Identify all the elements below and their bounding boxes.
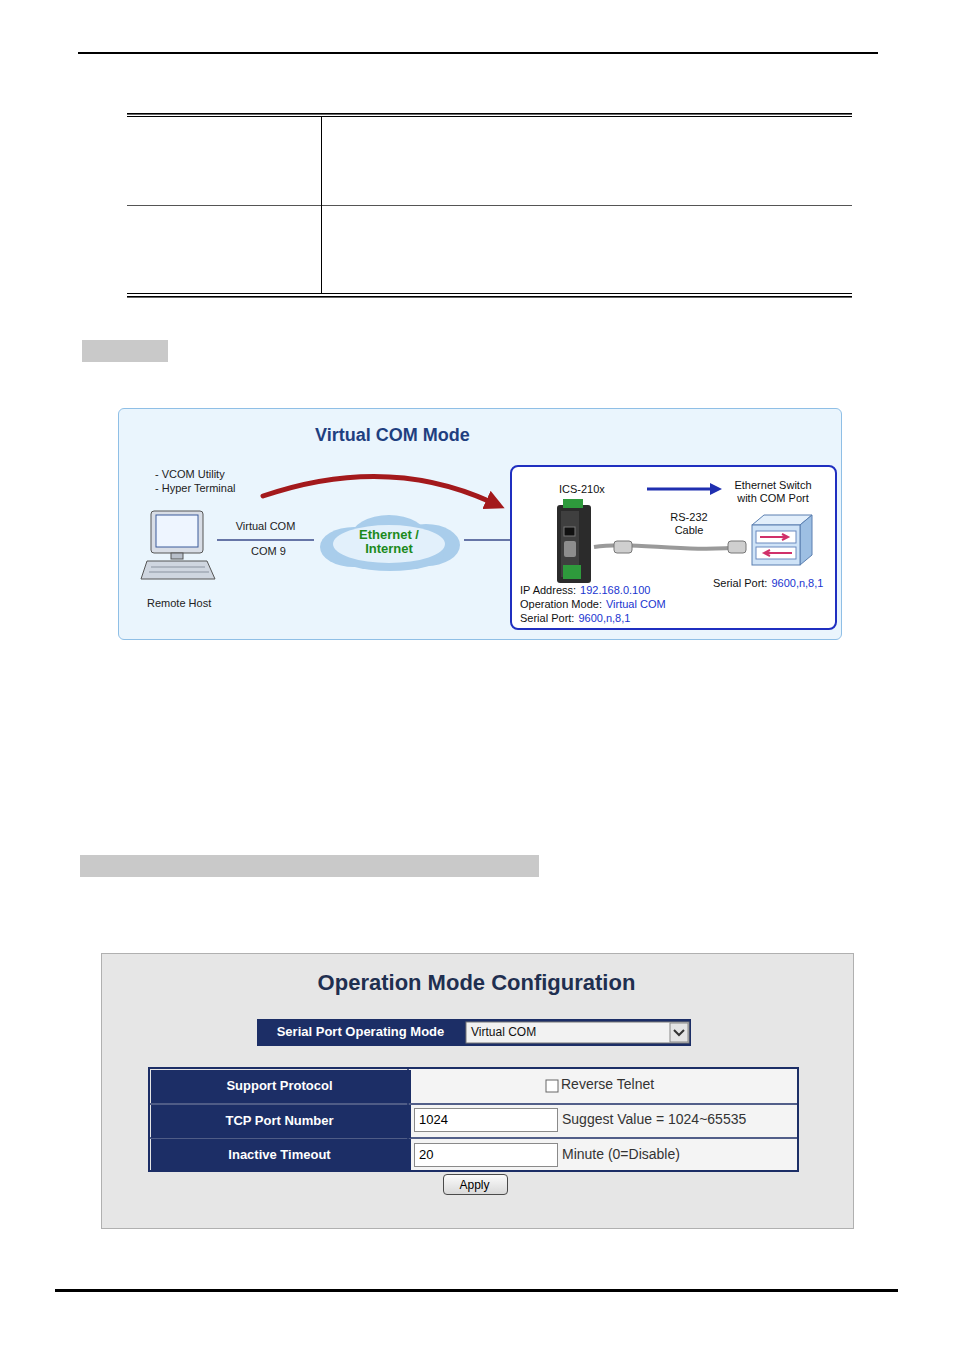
keys bbox=[151, 567, 205, 568]
network-cloud: Ethernet / Internet bbox=[314, 513, 464, 573]
field-label: Inactive Timeout bbox=[151, 1139, 411, 1171]
rj45-port bbox=[564, 527, 575, 536]
remote-host: Remote Host bbox=[141, 509, 217, 611]
text-label: Reverse Telnet bbox=[561, 1076, 654, 1093]
text-label: Suggest Value = 1024~65535 bbox=[562, 1111, 746, 1128]
cable-connector bbox=[614, 541, 632, 553]
field-label: Support Protocol bbox=[151, 1070, 411, 1103]
text-input: 1024 bbox=[414, 1108, 558, 1132]
node-text: TCP Port Number bbox=[151, 1113, 408, 1129]
field-label: TCP Port Number bbox=[151, 1105, 411, 1138]
keyboard bbox=[141, 561, 215, 579]
switch-side bbox=[800, 515, 812, 565]
node-text: 9600,n,8,1 bbox=[771, 577, 823, 590]
node-text: Remote Host bbox=[147, 597, 211, 610]
node-text: ICS-210x bbox=[559, 483, 605, 496]
text-label: Minute (0=Disable) bbox=[562, 1146, 680, 1163]
node-text: Serial Port Operating Mode bbox=[257, 1024, 464, 1040]
access-arrow bbox=[263, 476, 491, 502]
switch-arrow bbox=[764, 550, 792, 556]
heading-bar bbox=[82, 340, 168, 362]
screen bbox=[156, 515, 198, 547]
apply-button: Apply bbox=[443, 1174, 508, 1195]
switch-slot bbox=[756, 547, 796, 559]
node-text: RS-232 Cable bbox=[660, 511, 718, 537]
dropdown-chevron bbox=[674, 1030, 684, 1035]
node-text: 1024 bbox=[419, 1112, 448, 1128]
switch-slot bbox=[756, 531, 796, 543]
header-rule bbox=[78, 52, 878, 54]
node-text: 20 bbox=[419, 1147, 433, 1163]
node-text: Serial Port: bbox=[520, 612, 574, 625]
network-link bbox=[217, 539, 314, 541]
select-field bbox=[466, 1022, 689, 1043]
node-text: 192.168.0.100 bbox=[580, 584, 650, 597]
power-terminal bbox=[563, 499, 583, 508]
text-label: - Hyper Terminal bbox=[155, 482, 236, 495]
diagram-panel: Remote Host Ethernet / Internet ICS-210x… bbox=[118, 408, 842, 640]
stand bbox=[171, 553, 183, 559]
text-label: COM 9 bbox=[251, 545, 286, 558]
value-cells bbox=[408, 1068, 798, 1171]
direction-arrow-head bbox=[710, 483, 722, 495]
node-text: IP Address: bbox=[520, 584, 576, 597]
node-text: Inactive Timeout bbox=[151, 1147, 408, 1163]
node-text: Apply bbox=[444, 1178, 505, 1192]
text-label: - VCOM Utility bbox=[155, 468, 225, 481]
dropdown-button bbox=[670, 1023, 688, 1042]
node-text: 9600,n,8,1 bbox=[578, 612, 630, 625]
config-panel: Serial Port Operating Mode Virtual COM Su… bbox=[101, 953, 854, 1229]
switch-top bbox=[752, 515, 812, 525]
ethernet-switch bbox=[752, 525, 800, 565]
device-panel bbox=[561, 511, 579, 577]
keys bbox=[149, 572, 209, 573]
node-text: Ethernet Switch with COM Port bbox=[726, 479, 820, 505]
pc-icon bbox=[141, 509, 217, 611]
table-rule bbox=[127, 293, 852, 294]
node-text: Virtual COM bbox=[471, 1025, 536, 1039]
select-box: Virtual COM bbox=[464, 1019, 691, 1046]
form-table bbox=[149, 1068, 798, 1171]
ics-device bbox=[557, 505, 591, 583]
table-rule bbox=[127, 296, 852, 298]
cloud-highlight bbox=[333, 525, 445, 563]
checkbox bbox=[546, 1080, 558, 1092]
monitor bbox=[151, 511, 203, 553]
table-rule bbox=[321, 116, 322, 293]
field-label: Serial Port Operating Mode bbox=[257, 1019, 467, 1046]
device-box: ICS-210x IP Address: 192.168.0.100Operatio… bbox=[510, 465, 837, 630]
node-text: Serial Port: bbox=[713, 577, 767, 590]
node-text: Operation Mode: bbox=[520, 598, 602, 611]
node-text: Operation Mode Configuration bbox=[102, 970, 851, 996]
text-input: 20 bbox=[414, 1143, 558, 1167]
serial-terminal bbox=[563, 565, 581, 579]
network-link bbox=[464, 539, 510, 541]
heading-bar bbox=[80, 855, 539, 877]
direction-arrow bbox=[647, 488, 710, 491]
cable-connector bbox=[728, 541, 746, 553]
node-text: Virtual COM bbox=[606, 598, 666, 611]
rs232-cable bbox=[594, 545, 744, 548]
switch-arrow bbox=[760, 534, 788, 540]
db9-port bbox=[564, 541, 576, 557]
node-text: Virtual COM Mode bbox=[315, 425, 470, 447]
table-rule bbox=[127, 116, 852, 117]
link-label: Virtual COM bbox=[236, 520, 296, 533]
table-rule bbox=[127, 113, 852, 115]
table-rule bbox=[127, 205, 852, 206]
footer-rule bbox=[55, 1289, 898, 1292]
node-text: Support Protocol bbox=[151, 1078, 408, 1094]
node-text: Ethernet / Internet bbox=[346, 528, 432, 557]
